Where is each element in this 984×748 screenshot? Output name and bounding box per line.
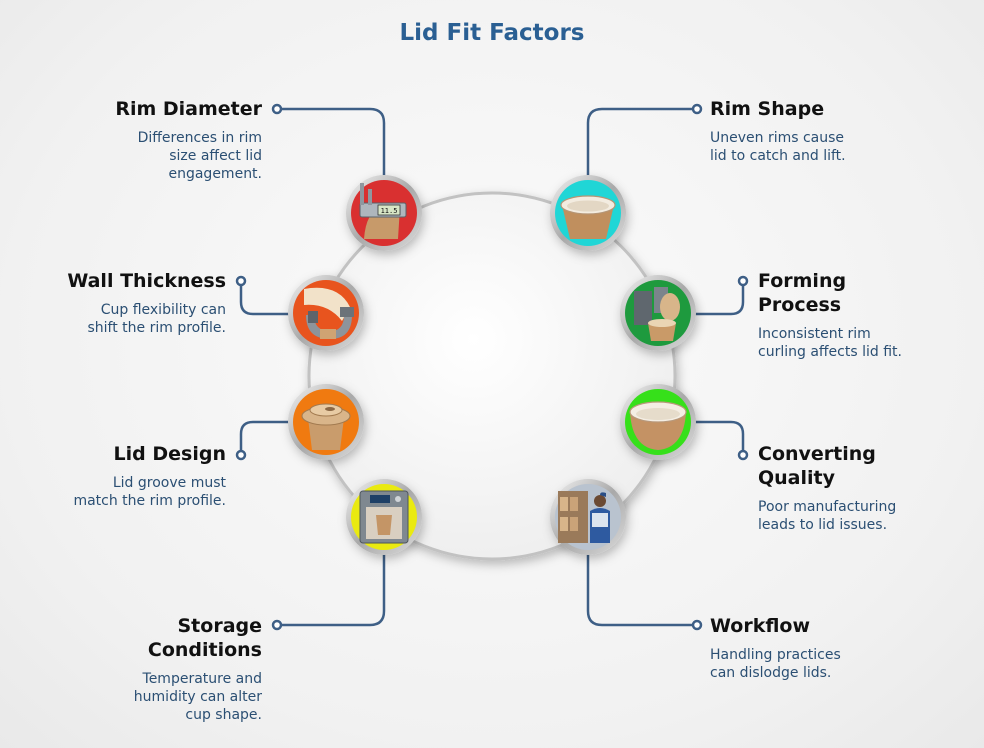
cup-rim-icon — [550, 175, 626, 251]
connector-forming-process — [689, 279, 745, 316]
factor-workflow: Workflow Handling practices can dislodge… — [710, 614, 970, 682]
page-title: Lid Fit Factors — [399, 20, 585, 46]
factor-description: Lid groove must match the rim profile. — [73, 475, 226, 509]
connector-endpoints — [235, 103, 749, 631]
connector-storage-conditions — [277, 551, 386, 627]
factor-converting-quality: Converting Quality Poor manufacturing le… — [758, 442, 978, 534]
factor-description: Inconsistent rim curling affects lid fit… — [758, 326, 902, 360]
factor-lid-design: Lid Design Lid groove must match the rim… — [0, 442, 226, 510]
caliper-icon: 11.5 — [346, 175, 422, 251]
factor-forming-process: Forming Process Inconsistent rim curling… — [758, 269, 978, 361]
connector-lid-design — [239, 420, 295, 456]
forming-machine-icon — [620, 275, 696, 351]
factor-description: Differences in rim size affect lid engag… — [137, 130, 262, 182]
factor-storage-conditions: Storage Conditions Temperature and humid… — [2, 614, 262, 724]
factor-wall-thickness: Wall Thickness Cup flexibility can shift… — [0, 269, 226, 337]
warehouse-worker-icon — [550, 479, 626, 555]
connector-converting-quality — [689, 420, 745, 456]
factor-heading: Storage Conditions — [147, 615, 262, 661]
factor-heading: Rim Diameter — [115, 98, 262, 120]
factor-heading: Wall Thickness — [67, 270, 226, 292]
factor-rim-shape: Rim Shape Uneven rims cause lid to catch… — [710, 97, 970, 165]
center-disc — [307, 191, 677, 561]
connector-rim-shape — [586, 107, 697, 180]
paper-bowl-icon — [620, 384, 696, 460]
factor-heading: Workflow — [710, 615, 811, 637]
micrometer-icon — [288, 275, 364, 351]
factor-description: Temperature and humidity can alter cup s… — [133, 671, 262, 723]
factor-heading: Lid Design — [113, 443, 226, 465]
factor-description: Uneven rims cause lid to catch and lift. — [710, 130, 846, 164]
connector-lines — [239, 107, 745, 627]
factor-heading: Converting Quality — [758, 443, 876, 489]
factor-description: Poor manufacturing leads to lid issues. — [758, 499, 897, 533]
cup-lid-icon — [288, 384, 364, 460]
factor-description: Cup flexibility can shift the rim profil… — [87, 302, 226, 336]
factor-heading: Forming Process — [758, 270, 847, 316]
connector-workflow — [586, 551, 697, 627]
connector-wall-thickness — [239, 279, 295, 316]
factor-heading: Rim Shape — [710, 98, 825, 120]
connector-rim-diameter — [277, 107, 386, 180]
factor-description: Handling practices can dislodge lids. — [710, 647, 841, 681]
factor-rim-diameter: Rim Diameter Differences in rim size aff… — [2, 97, 262, 183]
climate-chamber-icon — [346, 479, 422, 555]
svg-text:11.5: 11.5 — [381, 207, 398, 215]
